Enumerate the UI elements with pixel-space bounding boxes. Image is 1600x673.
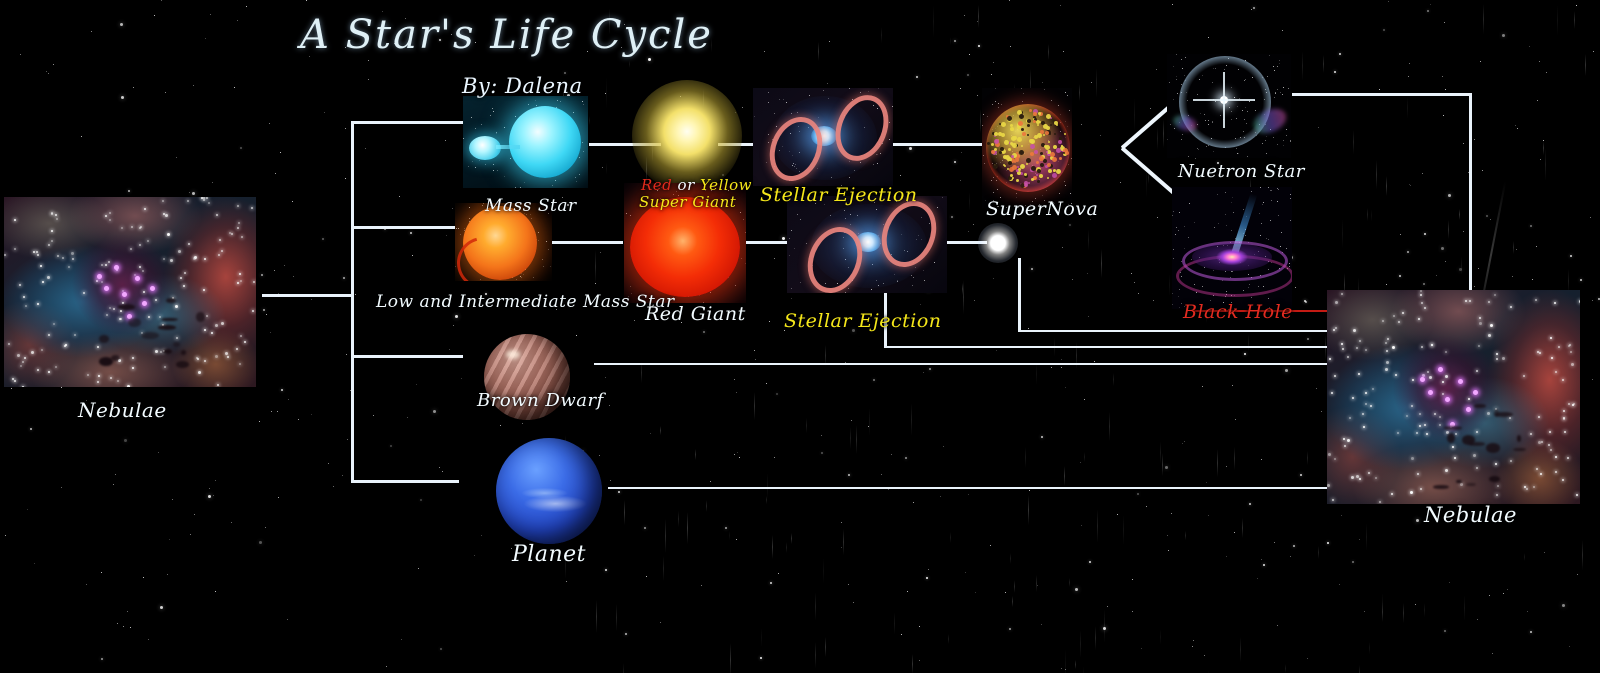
stellar-ejection-bottom-label: Stellar Ejection: [784, 310, 942, 332]
connector-low-mass-to-red-giant: [551, 241, 623, 244]
connector-ejection-to-supernova: [892, 143, 982, 146]
super-giant-label-line1: Red or Yellow: [641, 176, 752, 194]
super-giant-red-word: Red: [641, 176, 673, 194]
planet-label: Planet: [512, 542, 586, 567]
low-intermediate-mass-star-label: Low and Intermediate Mass Star: [376, 292, 675, 312]
low-intermediate-mass-star-image: [455, 203, 552, 281]
yellow-supergiant-glow: [632, 80, 742, 192]
stellar-ejection-top-image: [753, 88, 893, 186]
nebula-left-label: Nebulae: [78, 398, 167, 422]
connector-planet-to-right-nebula: [608, 487, 1336, 489]
planet-sphere: [496, 438, 602, 544]
connector-branch-low-mass-star: [351, 226, 463, 229]
connector-mass-star-to-supergiant: [589, 143, 661, 146]
connector-white-dwarf-to-right-nebula: [1018, 330, 1334, 332]
connector-branch-planet: [351, 480, 459, 483]
connector-branch-mass-star: [351, 121, 471, 124]
super-giant-or-word: or: [672, 176, 701, 194]
connector-red-giant-to-ejection: [745, 241, 788, 244]
connector-nebula-to-trunk: [262, 294, 354, 297]
page-title: A Star's Life Cycle: [300, 12, 713, 58]
neutron-star-image: [1167, 54, 1291, 158]
black-hole-label: Black Hole: [1183, 301, 1293, 323]
connector-ejection-to-right-nebula: [884, 346, 1334, 348]
nebula-right-label: Nebulae: [1424, 503, 1517, 527]
connector-trunk-vertical: [351, 121, 354, 483]
mass-star-label: Mass Star: [485, 196, 577, 216]
byline: By: Dalena: [462, 74, 583, 98]
nebula-left-image: [4, 197, 256, 387]
stellar-ejection-top-label: Stellar Ejection: [760, 184, 918, 206]
connector-black-hole-red: [1192, 310, 1392, 312]
red-giant-label: Red Giant: [645, 303, 746, 325]
super-giant-yellow-word: Yellow: [700, 176, 752, 194]
super-giant-label-line2: Super Giant: [639, 193, 737, 211]
connector-neutron-star-down: [1469, 93, 1472, 293]
black-hole-image: [1172, 187, 1292, 309]
connector-branch-brown-dwarf: [351, 355, 463, 358]
stellar-ejection-bottom-image: [787, 196, 947, 293]
connector-neutron-star-right: [1292, 93, 1472, 96]
nebula-right-image: [1327, 290, 1580, 504]
white-dwarf-point: [978, 223, 1018, 263]
supernova-label: SuperNova: [986, 198, 1099, 220]
brown-dwarf-label: Brown Dwarf: [477, 390, 604, 411]
brown-dwarf-sphere: [484, 334, 570, 420]
red-giant-image: [624, 183, 746, 303]
connector-ejection-down: [884, 293, 887, 348]
mass-star-image: [463, 96, 588, 188]
supernova-image: [982, 88, 1072, 208]
connector-white-dwarf-down: [1018, 258, 1021, 332]
neutron-star-label: Nuetron Star: [1178, 161, 1305, 182]
connector-brown-dwarf-to-right-nebula: [594, 363, 1334, 365]
connector-ejection-to-white-dwarf: [947, 241, 987, 244]
